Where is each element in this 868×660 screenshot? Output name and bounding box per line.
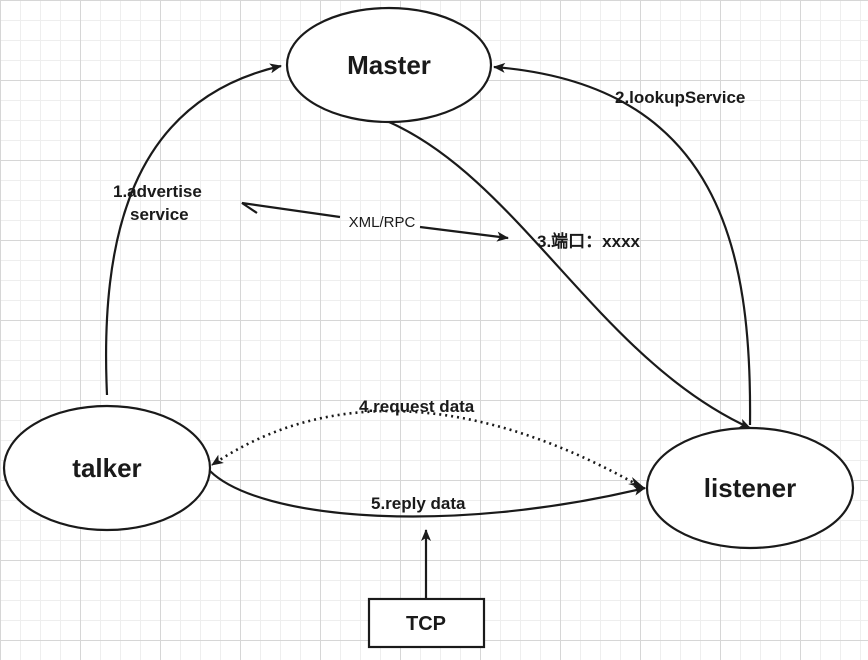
tcp-label: TCP [406,613,446,635]
reply-label: 5.reply data [371,494,466,513]
advertise-label-line1: 1.advertise [113,182,202,201]
xmlrpc-label: XML/RPC [349,214,416,231]
talker-node[interactable]: talker [2,404,212,532]
lookup-edge [493,62,752,426]
request-label: 4.request data [359,397,475,416]
port-label: 3.端口：xxxx [537,231,641,251]
request-start-arrowhead-icon [628,477,646,489]
xmlrpc-callout-edge [241,201,508,238]
talker-label: talker [72,453,141,483]
listener-label: listener [704,473,797,503]
port-edge [388,120,751,430]
lookup-label: 2.lookupService [615,88,745,107]
reply-edge [209,470,646,518]
listener-node[interactable]: listener [645,426,855,550]
request-dotted-edge [211,409,644,490]
master-node[interactable]: Master [285,6,493,124]
advertise-edge [104,63,282,396]
master-label: Master [347,50,431,80]
advertise-label-line2: service [130,205,189,224]
tcp-node[interactable]: TCP [367,597,486,649]
talker-ellipse [2,404,212,532]
